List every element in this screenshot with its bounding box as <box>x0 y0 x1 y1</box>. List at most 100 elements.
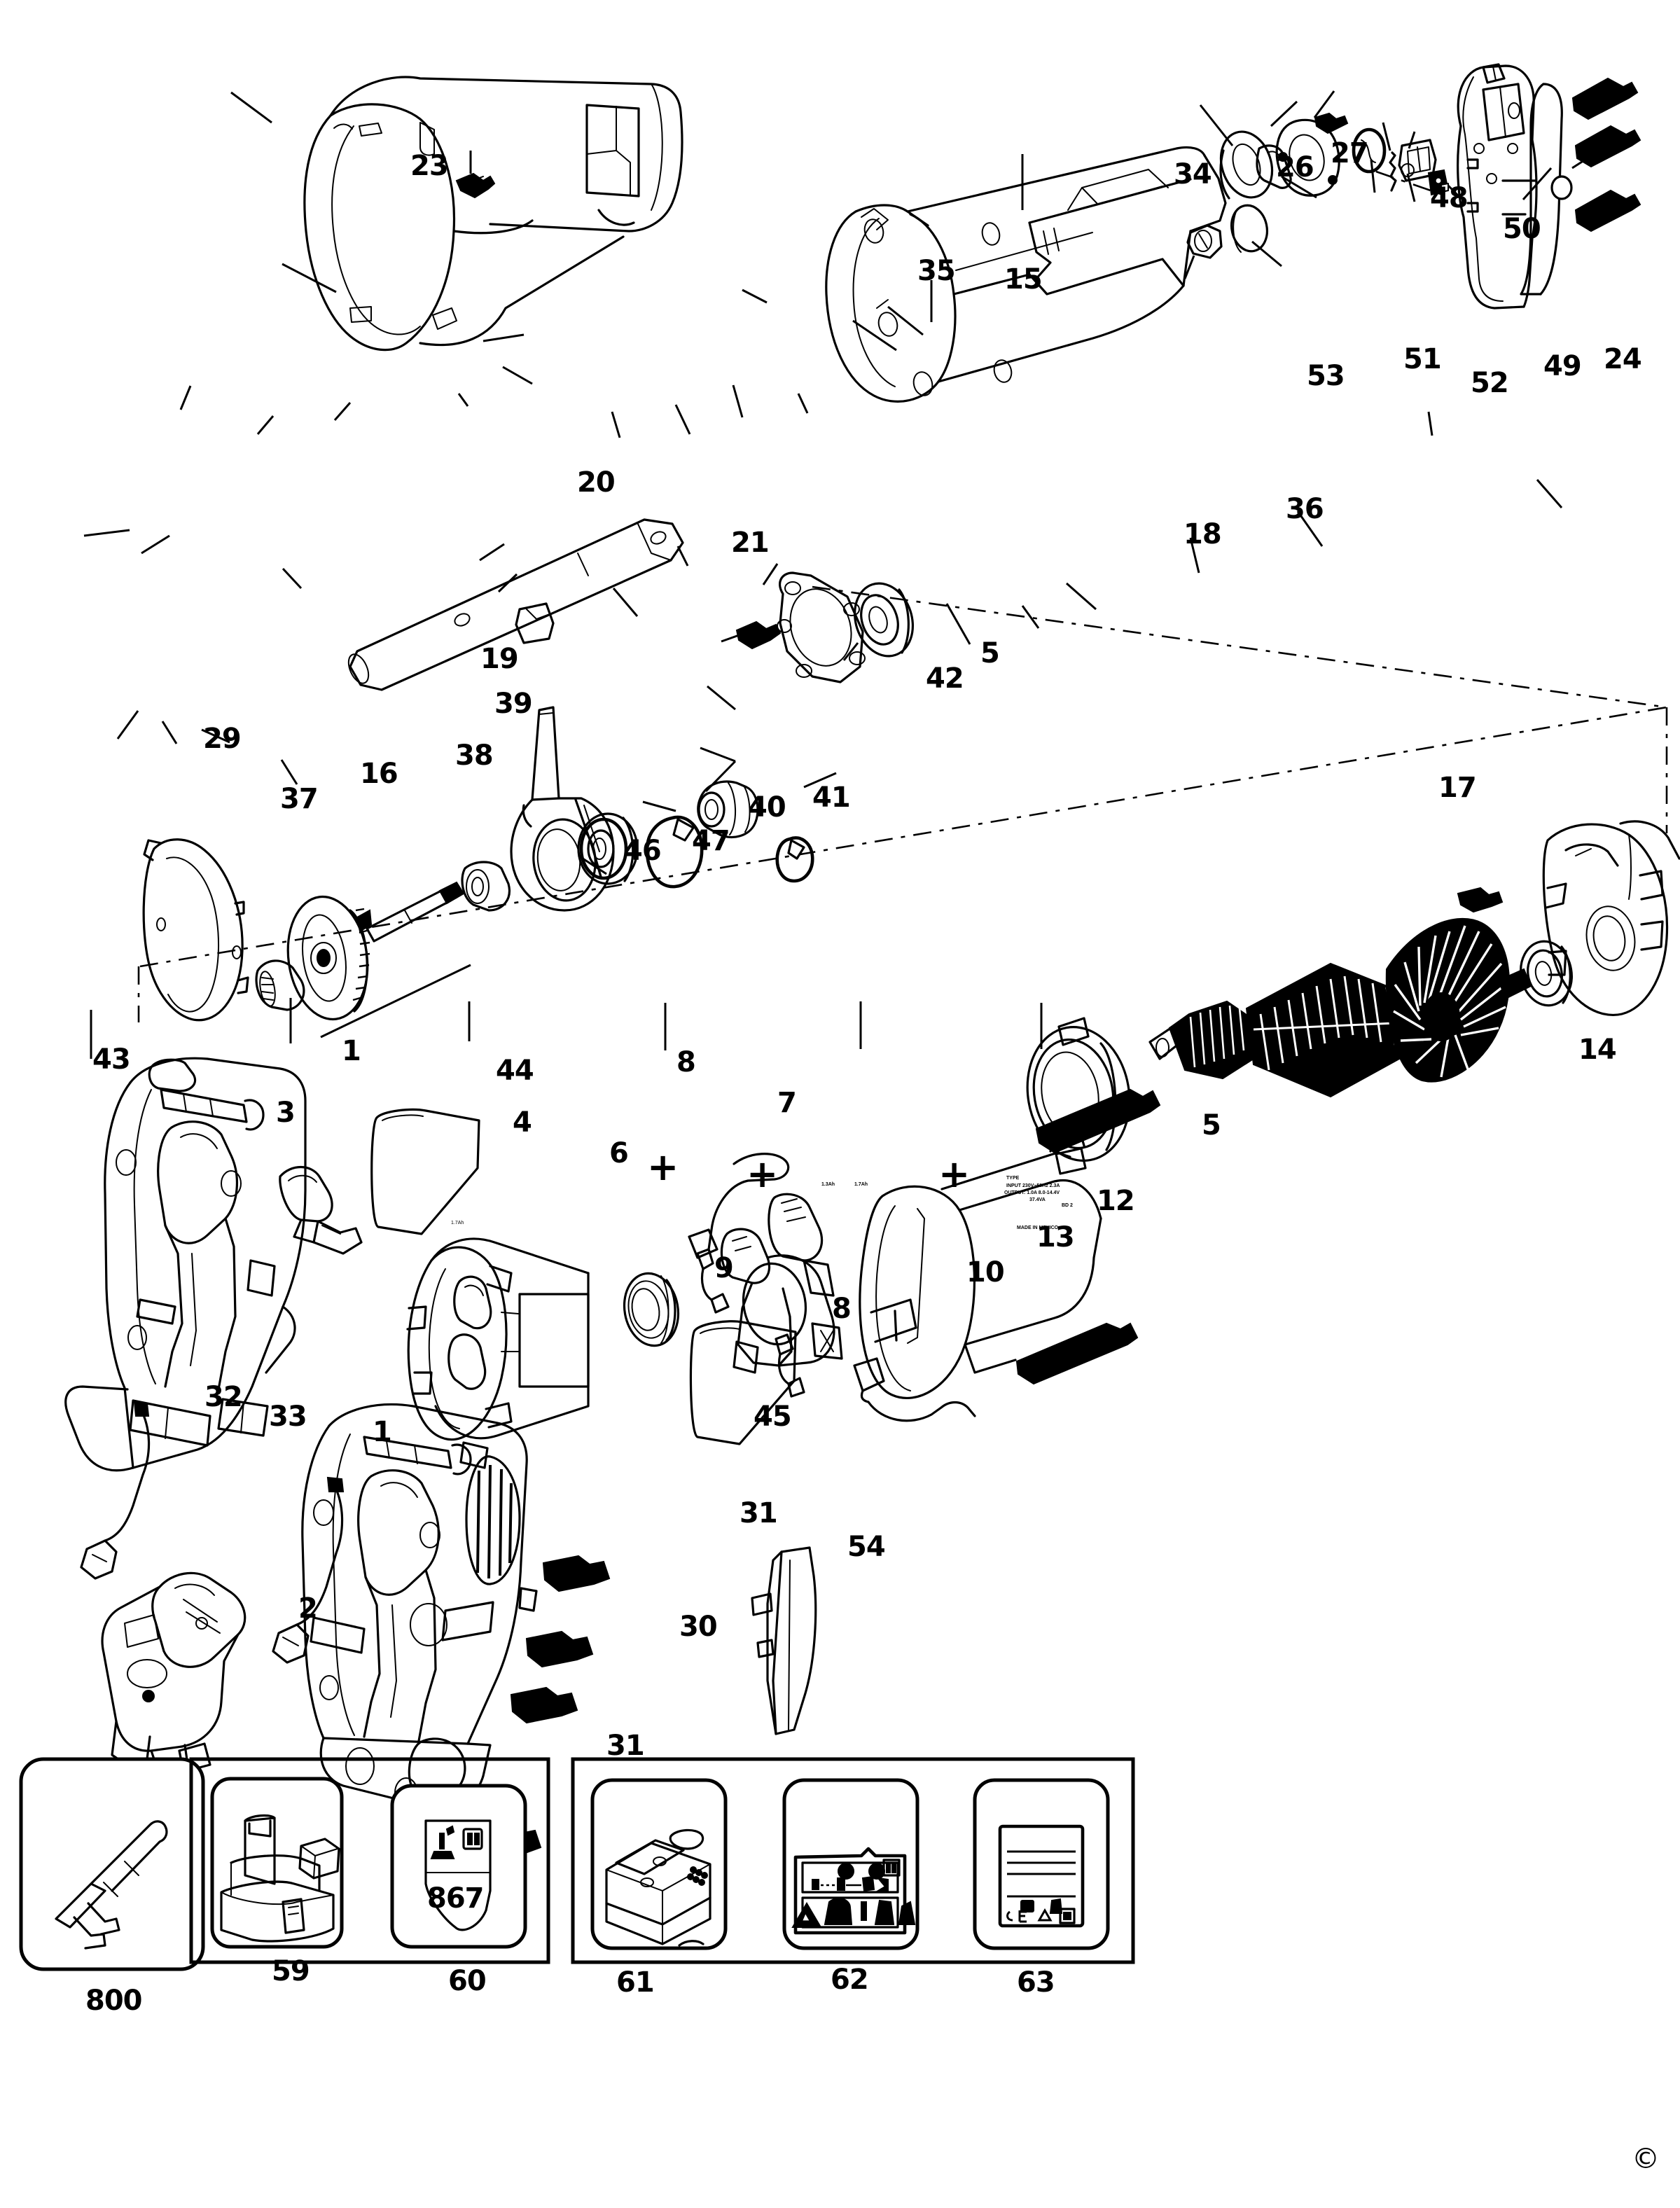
callout-51: 51 <box>1403 343 1442 375</box>
part-7-brush-holder <box>720 1193 843 1374</box>
plus-sign-charger-2: + <box>938 1152 971 1196</box>
callout-61: 61 <box>616 1966 655 1999</box>
part-47-retaining-ring <box>645 815 704 889</box>
part-45-label <box>689 1320 797 1445</box>
callout-30: 30 <box>679 1611 718 1643</box>
callout-19: 19 <box>480 643 519 675</box>
callout-33: 33 <box>269 1401 307 1433</box>
callout-15: 15 <box>1004 263 1043 296</box>
callout-48: 48 <box>1430 182 1469 214</box>
callout-44: 44 <box>496 1055 534 1087</box>
part-25-screws <box>1571 77 1641 232</box>
callout-53: 53 <box>1307 360 1345 392</box>
part-39-yoke <box>510 706 615 912</box>
callout-31: 31 <box>740 1497 778 1529</box>
label-63-output: OUTPUT: 1.0A 8.0-14.4V <box>1004 1190 1060 1195</box>
part-8-lead-wire-b <box>853 1357 976 1422</box>
callout-60: 60 <box>448 1965 487 1997</box>
callout-35: 35 <box>917 255 956 287</box>
callout-8: 8 <box>832 1293 852 1325</box>
label-63-input: INPUT 230V~50Hz 2.3A <box>1006 1183 1060 1188</box>
callout-39: 39 <box>494 688 533 720</box>
part-46-bearing <box>577 812 639 885</box>
callout-46: 46 <box>623 835 662 867</box>
callout-27: 27 <box>1331 137 1369 169</box>
part-51-wave-washer <box>1352 127 1387 174</box>
part-15-motor-housing <box>825 146 1227 403</box>
callout-8: 8 <box>676 1046 696 1078</box>
part-1-housing-right <box>301 1403 538 1810</box>
part-21-screw <box>735 620 782 650</box>
part-49-contact-block <box>1427 169 1450 196</box>
callout-45: 45 <box>754 1401 792 1433</box>
callout-40: 40 <box>748 791 786 824</box>
part-54-shoe <box>751 1546 817 1735</box>
callout-36: 36 <box>1286 493 1324 525</box>
part-4-gear-case <box>406 1237 590 1441</box>
label-60-capacity: 1.7Ah <box>451 1221 464 1225</box>
part-11-armature <box>1148 917 1532 1098</box>
callout-34: 34 <box>1174 158 1212 190</box>
part-5-bearing-rear <box>1520 940 1573 1007</box>
part-30-screw <box>510 1686 578 1724</box>
part-14-end-cap <box>1542 820 1680 1016</box>
part-42-bearing-plate <box>777 571 866 683</box>
callout-14: 14 <box>1578 1034 1617 1066</box>
label-62-capacity-right: 1.7Ah <box>854 1182 868 1187</box>
callout-9: 9 <box>714 1252 734 1284</box>
part-48-spring <box>1389 151 1397 192</box>
callout-43: 43 <box>92 1043 131 1076</box>
callout-37: 37 <box>280 783 319 815</box>
part-33-wire-lead <box>272 1476 345 1664</box>
part-9-brush-spring <box>696 1248 730 1314</box>
callout-50: 50 <box>1503 213 1541 245</box>
callout-54: 54 <box>847 1531 886 1563</box>
callout-16: 16 <box>360 758 398 790</box>
callout-32: 32 <box>204 1381 243 1413</box>
label-63-class: BD 2 <box>1062 1203 1073 1208</box>
part-17-screw <box>1457 887 1504 913</box>
part-32-wire-lead <box>80 1401 151 1580</box>
callout-10: 10 <box>966 1256 1005 1289</box>
part-37-bushing <box>255 959 305 1011</box>
part-3-lock-lever <box>279 1166 363 1255</box>
part-12-retainer-ring <box>1026 1017 1131 1175</box>
callout-5: 5 <box>980 637 1000 669</box>
callout-5: 5 <box>1202 1109 1221 1141</box>
callout-11: 11 <box>1326 1049 1365 1081</box>
callout-23: 23 <box>410 150 449 182</box>
callout-17: 17 <box>1438 772 1477 804</box>
part-41-retaining-clip <box>775 836 814 883</box>
part-18-nut <box>1186 224 1223 259</box>
part-27-screw <box>1314 112 1349 134</box>
part-10-field-can <box>859 1125 1102 1399</box>
part-1-housing-left <box>64 1057 307 1472</box>
callout-4: 4 <box>513 1106 532 1139</box>
callout-59: 59 <box>272 1955 310 1987</box>
part-23-nose-boot <box>303 76 683 352</box>
box-867 <box>189 1757 550 1964</box>
part-16-gear <box>286 895 373 1021</box>
callout-21: 21 <box>731 527 770 559</box>
plus-sign-charger-1: + <box>747 1152 779 1196</box>
callout-41: 41 <box>812 782 851 814</box>
callout-7: 7 <box>777 1087 797 1119</box>
part-53-lever <box>1256 144 1292 189</box>
part-20-plunger-shaft <box>347 518 684 691</box>
callout-26: 26 <box>1276 151 1314 183</box>
label-63-type: TYPE <box>1006 1176 1020 1181</box>
part-36-cap <box>1230 204 1268 253</box>
part-40-sleeve <box>697 780 759 839</box>
callout-62: 62 <box>831 1964 869 1996</box>
callout-13: 13 <box>1036 1221 1075 1254</box>
callout-49: 49 <box>1543 350 1582 382</box>
callout-6: 6 <box>609 1137 629 1169</box>
callout-800: 800 <box>85 1985 142 2017</box>
box-charger <box>571 1757 1135 1964</box>
callout-47: 47 <box>692 825 730 857</box>
part-44-label <box>370 1108 480 1235</box>
label-62-capacity-left: 1.3Ah <box>821 1182 835 1187</box>
callout-52: 52 <box>1471 367 1509 399</box>
part-8-lead-wire-a <box>688 1153 790 1259</box>
